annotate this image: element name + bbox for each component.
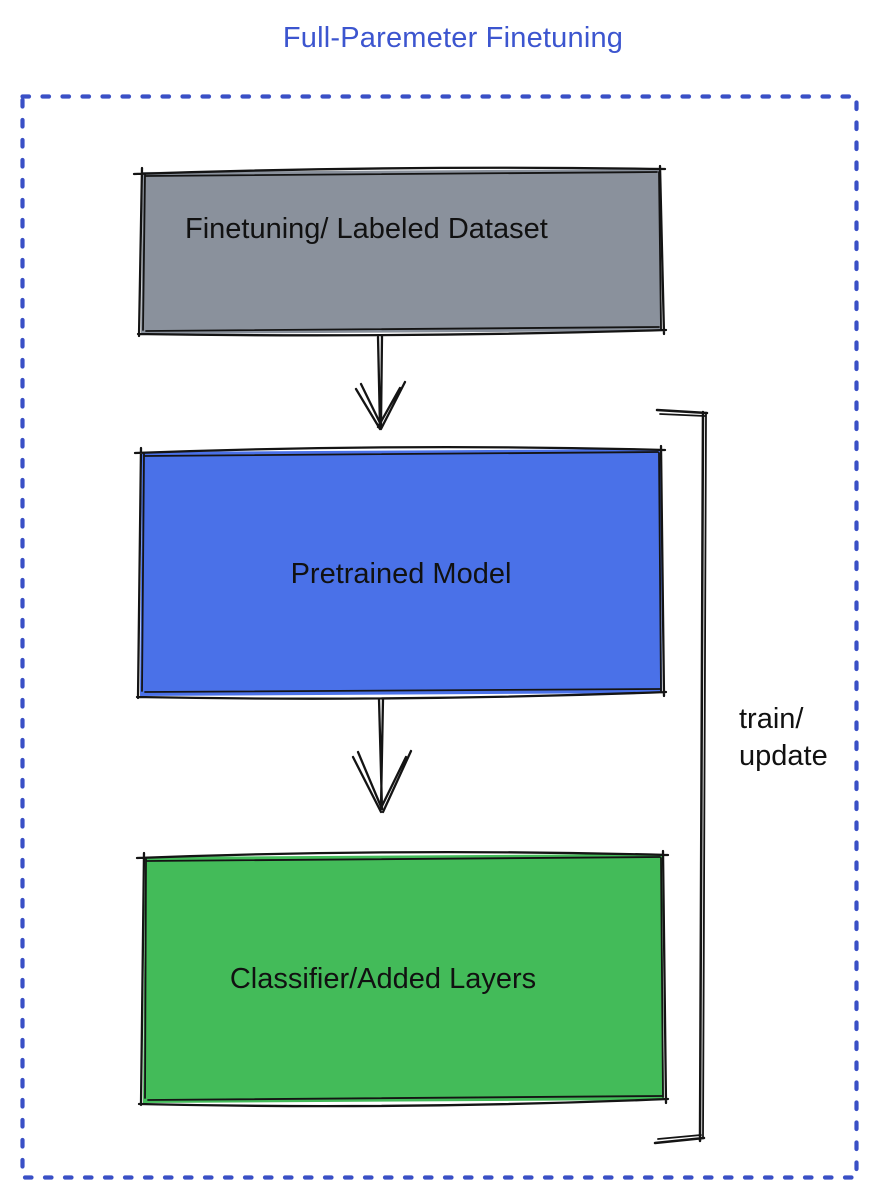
dataset-box [132, 164, 668, 338]
dataset-box-outline-second-pass [142, 171, 662, 332]
arrow-pretrained-to-classifier [351, 697, 413, 814]
classifier-box-fill [143, 854, 664, 1103]
dataset-box-outline [132, 164, 668, 338]
arrow-head-icon [354, 380, 407, 431]
arrow-shaft [376, 334, 384, 429]
dataset-box-label: Finetuning/ Labeled Dataset [185, 213, 548, 245]
bracket-label: train/ update [739, 701, 828, 775]
bracket-stroke-second-pass [657, 413, 707, 1140]
train-update-bracket [653, 408, 709, 1145]
dataset-box-fill [141, 169, 662, 334]
pretrained-box-label: Pretrained Model [290, 558, 512, 590]
classifier-box-outline-second-pass [144, 856, 664, 1101]
arrow-dataset-to-pretrained [354, 334, 407, 431]
bracket-label-line2: update [739, 740, 828, 772]
classifier-box [135, 849, 670, 1108]
bracket-stroke [653, 408, 709, 1145]
pretrained-box [133, 444, 668, 700]
arrow-head-icon [351, 749, 413, 814]
arrow-shaft [377, 697, 385, 811]
pretrained-box-outline-second-pass [141, 451, 662, 693]
pretrained-box-fill [140, 449, 662, 696]
classifier-box-outline [135, 849, 670, 1108]
diagram-title: Full-Paremeter Finetuning [282, 22, 624, 54]
bracket-label-line1: train/ [739, 703, 804, 735]
pretrained-box-outline [133, 444, 668, 700]
classifier-box-label: Classifier/Added Layers [229, 963, 537, 995]
